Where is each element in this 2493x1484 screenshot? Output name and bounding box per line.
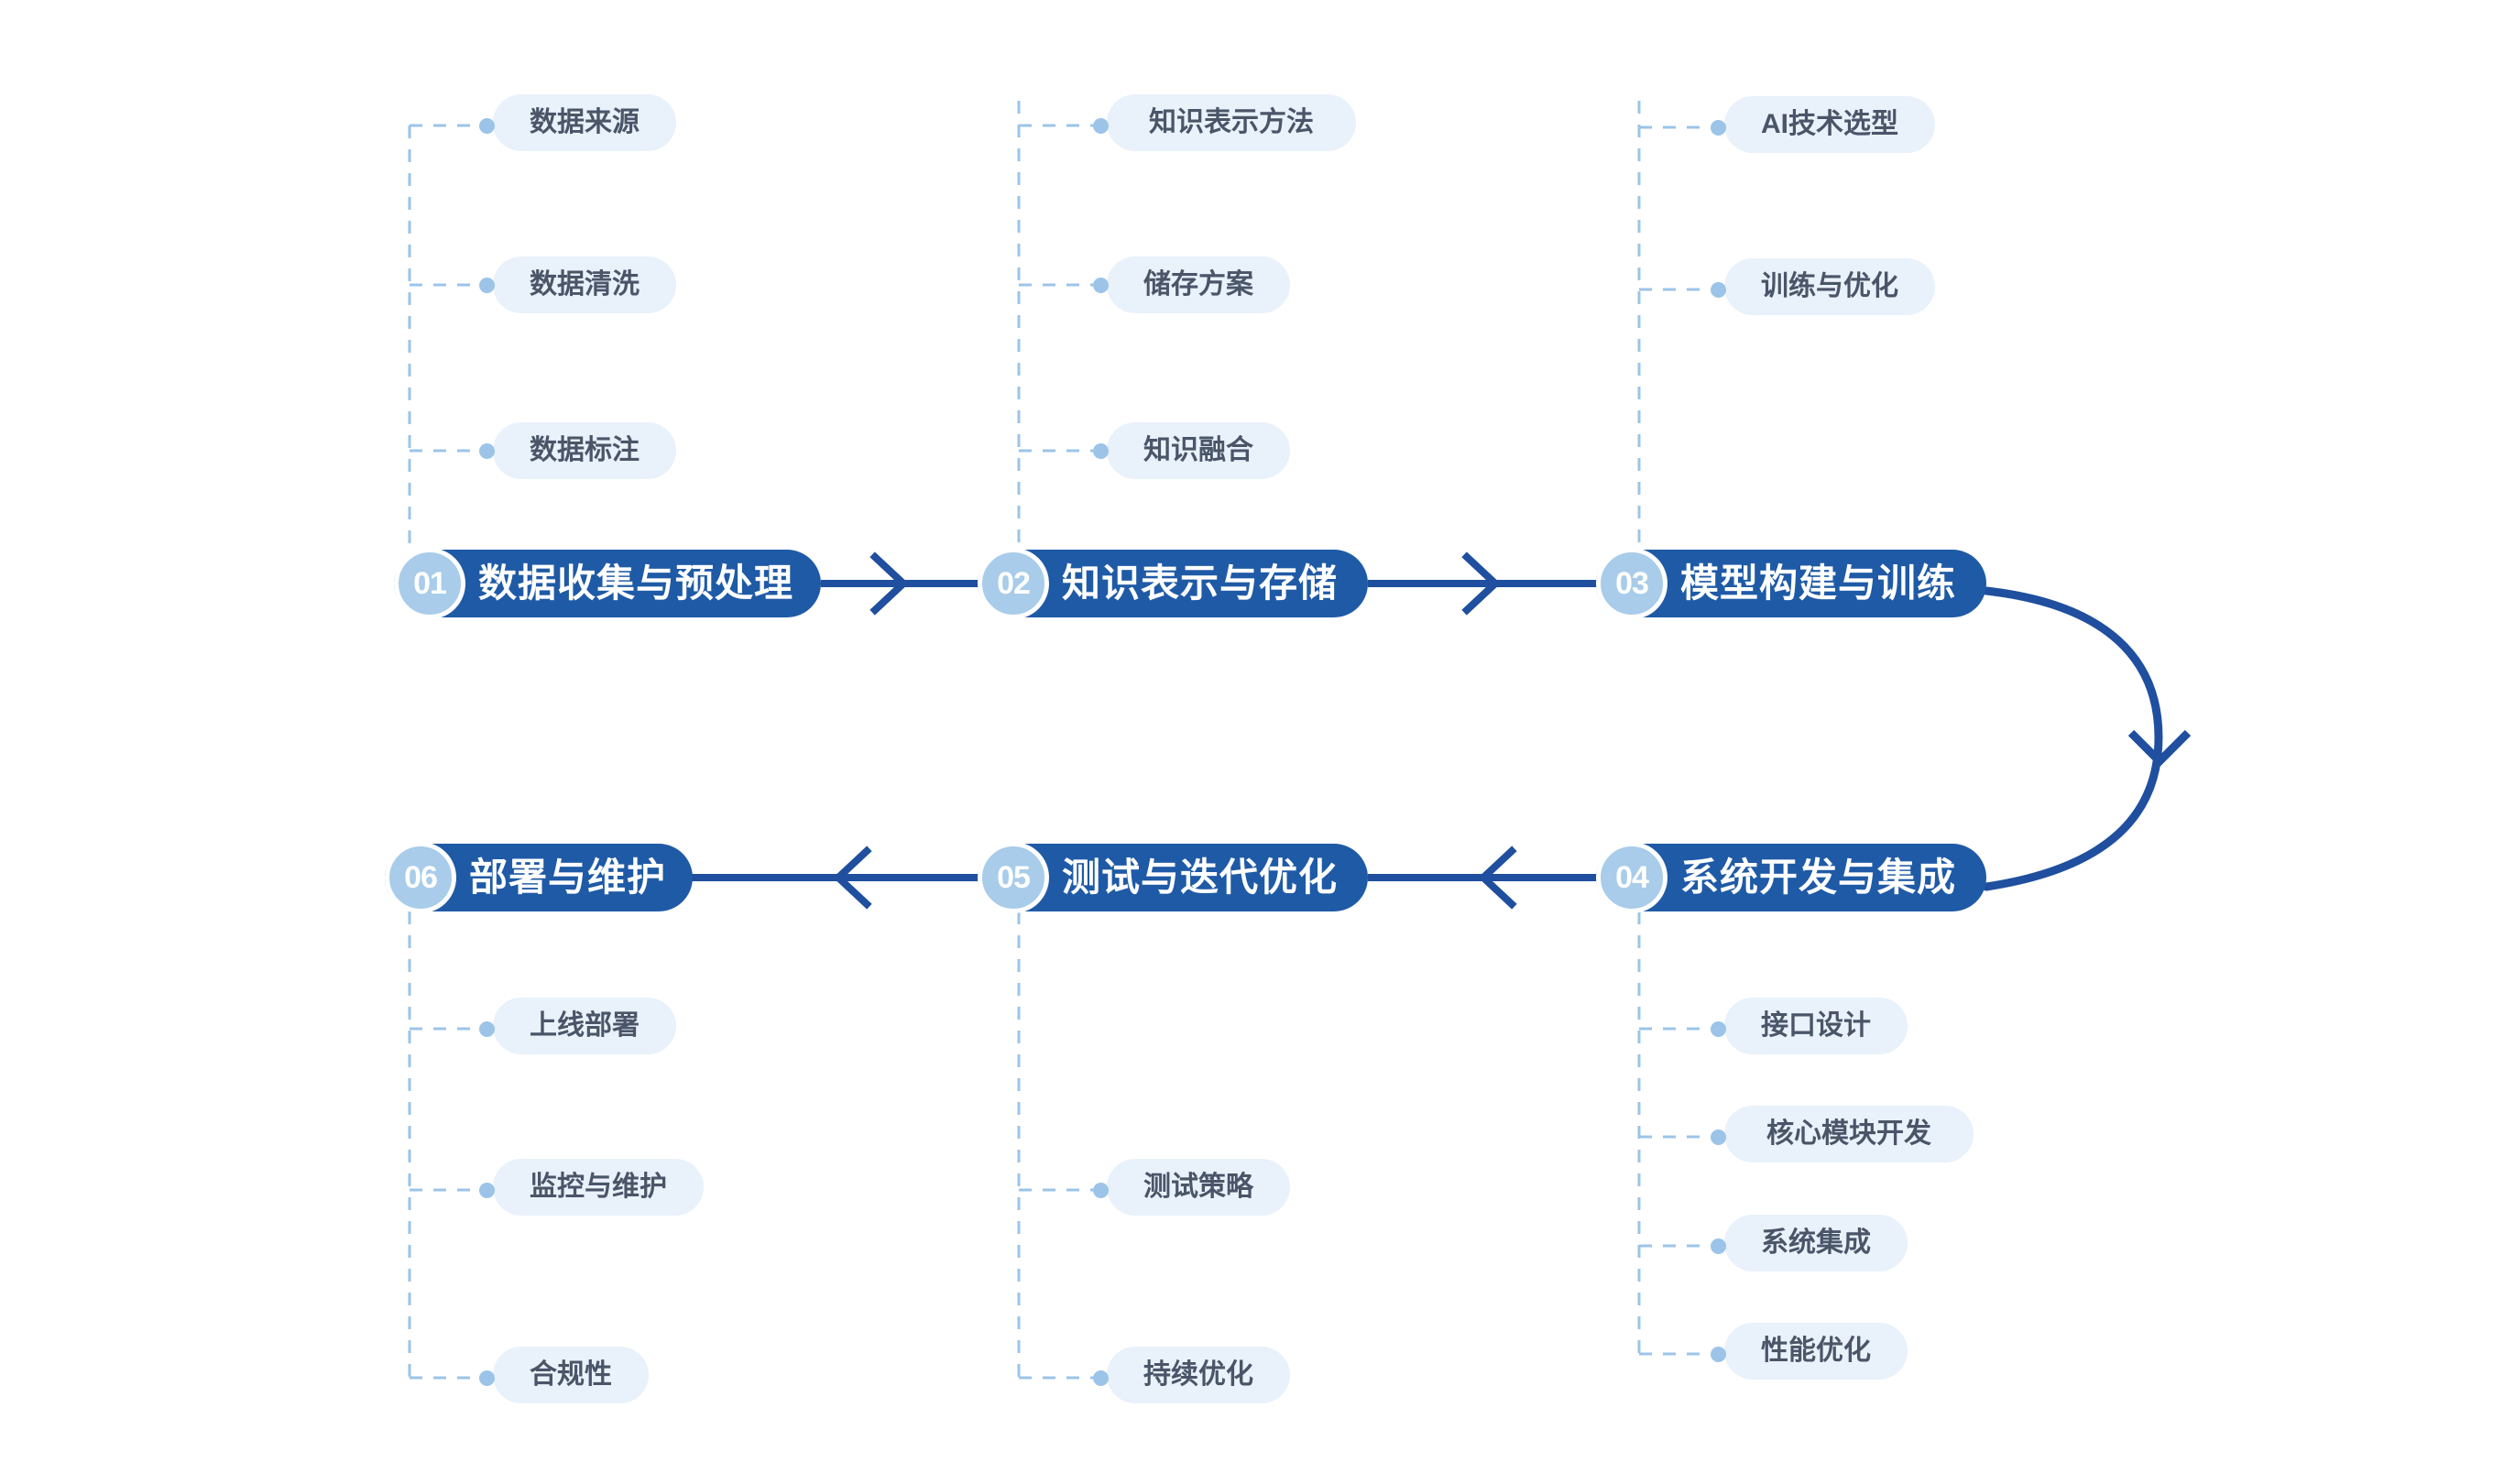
stage-number-05: 05 <box>997 860 1031 895</box>
stage-node-06[interactable]: 部署与维护 06 <box>385 842 693 913</box>
sub-item-label: 性能优化 <box>1761 1336 1871 1366</box>
spine-stage-06 <box>408 911 479 1380</box>
stage-number-01: 01 <box>413 566 447 601</box>
connector-dot <box>1093 1183 1109 1198</box>
sub-item-label: 数据来源 <box>530 107 640 137</box>
sub-item-label: 数据标注 <box>530 435 640 465</box>
connector-dot <box>479 278 495 293</box>
sub-item-ai-tech-selection[interactable]: AI技术选型 <box>1724 96 1935 153</box>
connector-dot <box>1711 1129 1726 1145</box>
sub-item-label: 知识融合 <box>1143 435 1253 465</box>
sub-item-label: 合规性 <box>530 1359 612 1390</box>
sub-item-interface-design[interactable]: 接口设计 <box>1724 998 1908 1054</box>
sub-item-label: AI技术选型 <box>1761 109 1898 139</box>
connector-dot <box>479 118 495 134</box>
connector-dot <box>1093 118 1109 134</box>
connector-dot <box>1711 120 1726 136</box>
connector-dot <box>479 1370 495 1386</box>
stage-number-02: 02 <box>997 566 1031 601</box>
stage-number-06: 06 <box>404 860 438 895</box>
sub-item-performance-optimization[interactable]: 性能优化 <box>1724 1323 1908 1380</box>
spine-stage-01 <box>408 124 479 550</box>
sub-item-label: 核心模块开发 <box>1766 1118 1931 1149</box>
sub-item-go-live-deployment[interactable]: 上线部署 <box>493 998 676 1054</box>
sub-item-label: 数据清洗 <box>530 269 640 300</box>
arrow-01-to-02 <box>821 551 980 616</box>
spine-stage-04 <box>1637 911 1711 1356</box>
sub-item-compliance[interactable]: 合规性 <box>493 1347 649 1403</box>
sub-item-knowledge-fusion[interactable]: 知识融合 <box>1107 422 1290 479</box>
stage-badge-02: 02 <box>978 548 1049 619</box>
sub-item-label: 持续优化 <box>1143 1359 1253 1390</box>
stage-node-01[interactable]: 数据收集与预处理 01 <box>394 548 821 619</box>
sub-item-storage-plan[interactable]: 储存方案 <box>1107 256 1290 313</box>
sub-item-knowledge-representation[interactable]: 知识表示方法 <box>1107 94 1356 151</box>
sub-item-label: 知识表示方法 <box>1149 107 1314 137</box>
stage-title-05: 测试与迭代优化 <box>1062 856 1339 899</box>
sub-item-core-module-dev[interactable]: 核心模块开发 <box>1724 1106 1974 1162</box>
connector-dot <box>1093 1370 1109 1386</box>
connector-dot <box>1093 443 1109 459</box>
arrow-02-to-03 <box>1368 551 1599 616</box>
sub-item-data-cleaning[interactable]: 数据清洗 <box>493 256 676 313</box>
sub-item-label: 上线部署 <box>530 1010 640 1041</box>
sub-item-system-integration[interactable]: 系统集成 <box>1724 1215 1908 1271</box>
sub-item-training-optimization[interactable]: 训练与优化 <box>1724 258 1935 315</box>
stage-title-01: 数据收集与预处理 <box>478 562 794 605</box>
stage-badge-01: 01 <box>394 548 465 619</box>
stage-title-04: 系统开发与集成 <box>1680 856 1957 899</box>
stage-badge-06: 06 <box>385 842 456 913</box>
spine-stage-02 <box>1017 101 1093 550</box>
sub-item-data-labeling[interactable]: 数据标注 <box>493 422 676 479</box>
sub-item-label: 测试策略 <box>1143 1172 1253 1202</box>
sub-item-continuous-optimization[interactable]: 持续优化 <box>1107 1347 1290 1403</box>
stage-title-02: 知识表示与存储 <box>1062 562 1339 605</box>
stage-bar-04: 系统开发与集成 <box>1596 844 1986 911</box>
stage-badge-05: 05 <box>978 842 1049 913</box>
sub-item-label: 监控与维护 <box>530 1172 667 1202</box>
connector-dot <box>1711 282 1726 298</box>
arrow-05-to-06 <box>690 846 980 910</box>
stage-title-03: 模型构建与训练 <box>1680 562 1957 605</box>
sub-item-label: 储存方案 <box>1143 269 1253 300</box>
connector-dot <box>479 1021 495 1037</box>
sub-item-test-strategy[interactable]: 测试策略 <box>1107 1159 1290 1216</box>
stage-node-03[interactable]: 模型构建与训练 03 <box>1596 548 1986 619</box>
connector-dot <box>479 1183 495 1198</box>
spine-stage-05 <box>1017 911 1093 1380</box>
stage-title-06: 部署与维护 <box>469 856 667 899</box>
arrow-04-to-05 <box>1368 846 1599 910</box>
spine-stage-03 <box>1637 101 1711 550</box>
stage-number-03: 03 <box>1615 566 1649 601</box>
connector-dot <box>1711 1021 1726 1037</box>
stage-number-04: 04 <box>1615 860 1649 895</box>
stage-node-02[interactable]: 知识表示与存储 02 <box>978 548 1368 619</box>
sub-item-label: 训练与优化 <box>1761 271 1898 301</box>
sub-item-label: 系统集成 <box>1761 1228 1871 1258</box>
arrow-03-to-04 <box>1982 586 2192 891</box>
sub-item-label: 接口设计 <box>1761 1010 1871 1041</box>
connector-dot <box>1711 1238 1726 1254</box>
stage-node-05[interactable]: 测试与迭代优化 05 <box>978 842 1368 913</box>
connector-dot <box>1711 1347 1726 1362</box>
connector-dot <box>1093 278 1109 293</box>
connector-dot <box>479 443 495 459</box>
sub-item-data-source[interactable]: 数据来源 <box>493 94 676 151</box>
stage-badge-03: 03 <box>1596 548 1667 619</box>
sub-item-monitoring-maintenance[interactable]: 监控与维护 <box>493 1159 704 1216</box>
stage-node-04[interactable]: 系统开发与集成 04 <box>1596 842 1986 913</box>
stage-badge-04: 04 <box>1596 842 1667 913</box>
